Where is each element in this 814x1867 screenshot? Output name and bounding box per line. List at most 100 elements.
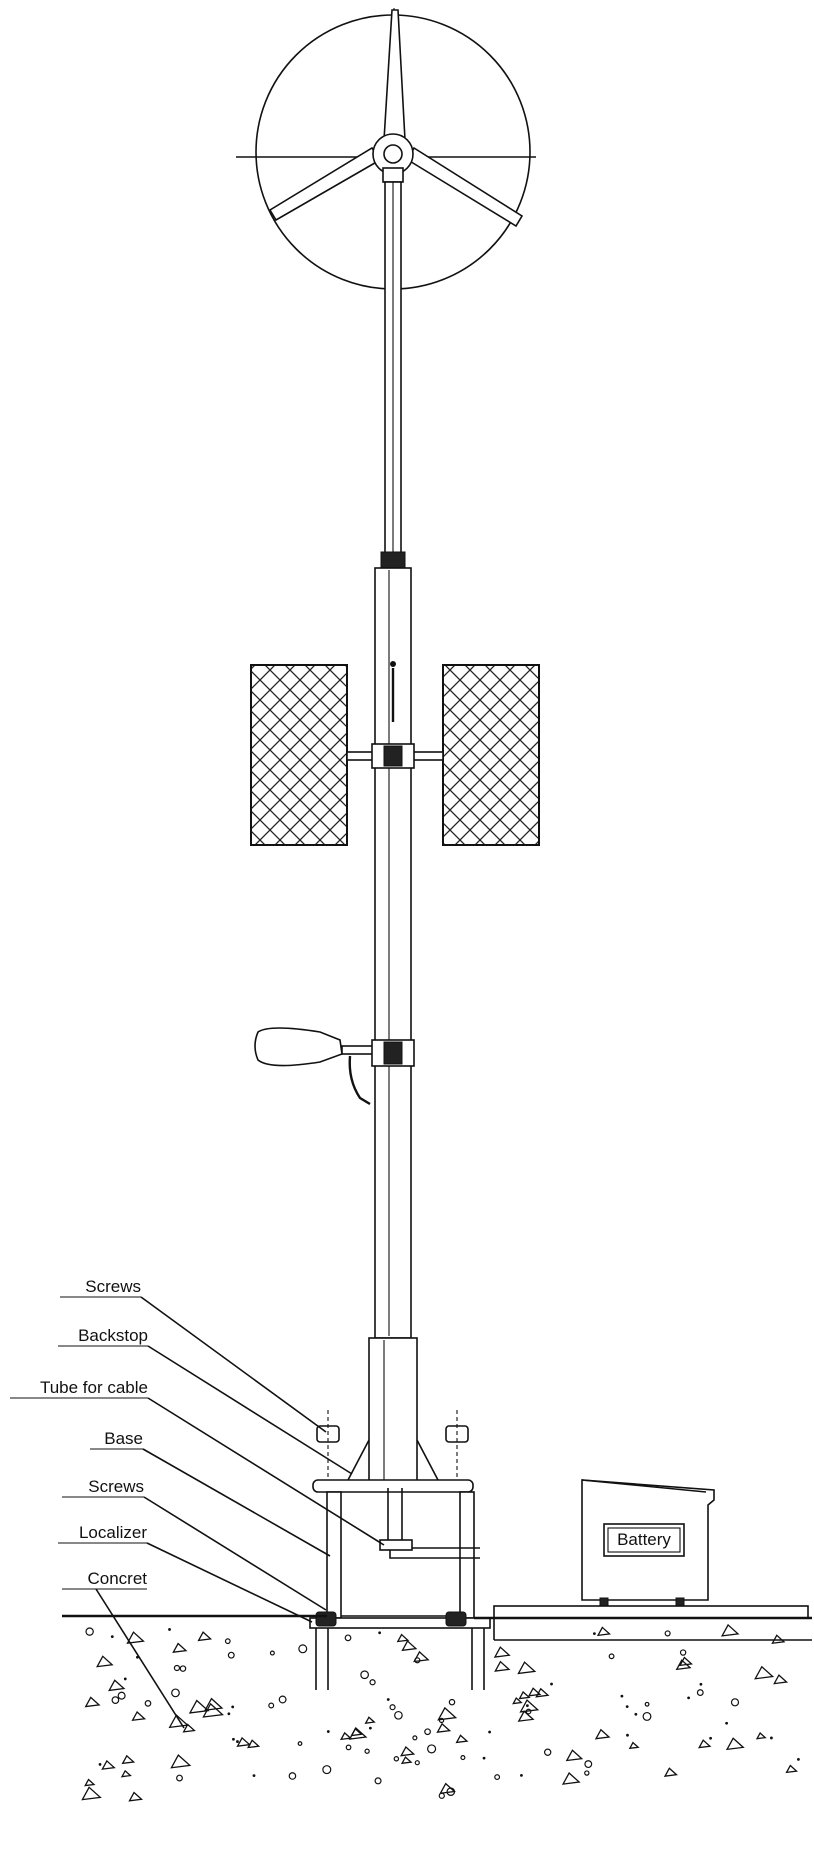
- gravel-stone: [626, 1733, 629, 1737]
- gravel-stone: [360, 1670, 369, 1680]
- gravel-stone: [168, 1628, 171, 1631]
- gravel-stone: [663, 1767, 678, 1777]
- gravel-stone: [517, 1661, 537, 1675]
- gravel-stone: [123, 1677, 127, 1681]
- gravel-stone: [584, 1770, 590, 1776]
- gravel-stone: [644, 1701, 650, 1707]
- gravel-stone: [773, 1674, 789, 1685]
- callout-screws-bottom: Screws: [62, 1477, 327, 1611]
- lamp-head: [254, 1027, 343, 1067]
- mast-coupling: [380, 551, 406, 569]
- gravel-stone: [168, 1714, 190, 1729]
- gravel-stone: [389, 1704, 396, 1711]
- gravel-stone: [755, 1731, 767, 1740]
- gravel-stone: [608, 1653, 615, 1660]
- gravel-stone: [322, 1765, 332, 1775]
- gravel-stone: [247, 1739, 261, 1749]
- gravel-stone: [518, 1690, 531, 1700]
- gravel-stone: [565, 1749, 584, 1762]
- gravel-stone: [438, 1792, 445, 1799]
- backstop-gusset-right: [416, 1439, 439, 1481]
- gravel-stone: [144, 1700, 152, 1707]
- gravel-stone: [675, 1659, 692, 1671]
- gravel-stone: [725, 1737, 745, 1751]
- gravel-stone: [268, 1702, 275, 1709]
- gravel-stone: [252, 1774, 256, 1778]
- gravel-stone: [725, 1721, 729, 1725]
- gravel-stone: [437, 1706, 458, 1721]
- gravel-stone: [561, 1771, 581, 1785]
- gravel-stone: [720, 1623, 740, 1637]
- battery-label-inner: [607, 1527, 681, 1553]
- callout-localizer: Localizer: [58, 1523, 313, 1623]
- gravel-stone: [584, 1760, 593, 1769]
- gravel-stone: [204, 1697, 224, 1711]
- leader-concret: [95, 1588, 185, 1729]
- gravel-stone: [117, 1691, 126, 1700]
- gravel-stone: [525, 1704, 529, 1708]
- gravel-stone: [797, 1757, 800, 1761]
- battery-label-frame: [603, 1523, 685, 1557]
- gravel-stone: [448, 1698, 456, 1706]
- gravel-stone: [128, 1791, 144, 1802]
- gravel-stone: [176, 1774, 183, 1782]
- gravel-stone: [197, 1631, 213, 1642]
- blade-top: [383, 9, 406, 141]
- gravel-stone: [770, 1736, 773, 1740]
- blade-left: [268, 146, 382, 222]
- base-assembly: [309, 1410, 491, 1690]
- callout-tube-for-cable: Tube for cable: [10, 1378, 385, 1546]
- gravel-stone: [84, 1696, 101, 1708]
- callout-base: Base: [90, 1429, 331, 1557]
- gravel-stone: [664, 1630, 671, 1637]
- gravel-stone: [393, 1756, 400, 1762]
- battery-foot-right: [675, 1597, 685, 1607]
- gravel-stone: [517, 1710, 535, 1722]
- gravel-stone: [642, 1711, 652, 1721]
- bottom-screw-right: [445, 1611, 467, 1627]
- battery-foot-left: [599, 1597, 609, 1607]
- foundation-wall-right: [459, 1491, 475, 1619]
- gravel-stone: [634, 1712, 638, 1716]
- gravel-stone: [224, 1638, 231, 1645]
- lamp-cable: [348, 1055, 371, 1106]
- label-localizer: Localizer: [79, 1523, 147, 1542]
- gravel-stone: [482, 1756, 486, 1760]
- lamp-clamp-core: [383, 1041, 403, 1065]
- gravel-stone: [111, 1696, 120, 1704]
- gravel-stone: [378, 1631, 382, 1635]
- gravel-stone: [488, 1730, 491, 1734]
- gravel-stone: [231, 1705, 235, 1709]
- gravel-stone: [424, 1728, 431, 1736]
- gravel-stone: [512, 1697, 523, 1705]
- gravel-stone: [696, 1689, 704, 1697]
- gravel-stone: [400, 1756, 413, 1765]
- gravel-stone: [699, 1682, 703, 1686]
- battery-slab: [493, 1605, 809, 1619]
- leader-base: [142, 1448, 331, 1557]
- gravel-stone: [172, 1642, 188, 1653]
- gravel-stone: [625, 1705, 629, 1709]
- gravel-stone: [455, 1734, 469, 1744]
- gravel-stone: [126, 1631, 145, 1644]
- gravel-stone: [182, 1723, 196, 1733]
- wind-turbine: [236, 8, 536, 290]
- gravel-stone: [227, 1651, 235, 1659]
- mast-lower-section: [368, 1337, 418, 1489]
- label-screws-bottom: Screws: [88, 1477, 144, 1496]
- gravel-stone: [364, 1748, 370, 1754]
- gravel-stone: [414, 1657, 421, 1664]
- callout-screws-top: Screws: [60, 1277, 327, 1433]
- gravel-stone: [288, 1772, 297, 1780]
- gravel-stone: [520, 1773, 523, 1777]
- gravel-stone: [269, 1650, 275, 1656]
- gravel-stone: [460, 1755, 466, 1761]
- callout-backstop: Backstop: [58, 1326, 353, 1475]
- gravel-stone: [697, 1739, 712, 1749]
- gravel-stone: [121, 1754, 136, 1765]
- base-plate: [312, 1479, 474, 1493]
- gravel-stone: [535, 1687, 550, 1698]
- label-base: Base: [104, 1429, 143, 1448]
- lamp-arm: [341, 1045, 375, 1055]
- gravel-fill: [81, 1623, 800, 1802]
